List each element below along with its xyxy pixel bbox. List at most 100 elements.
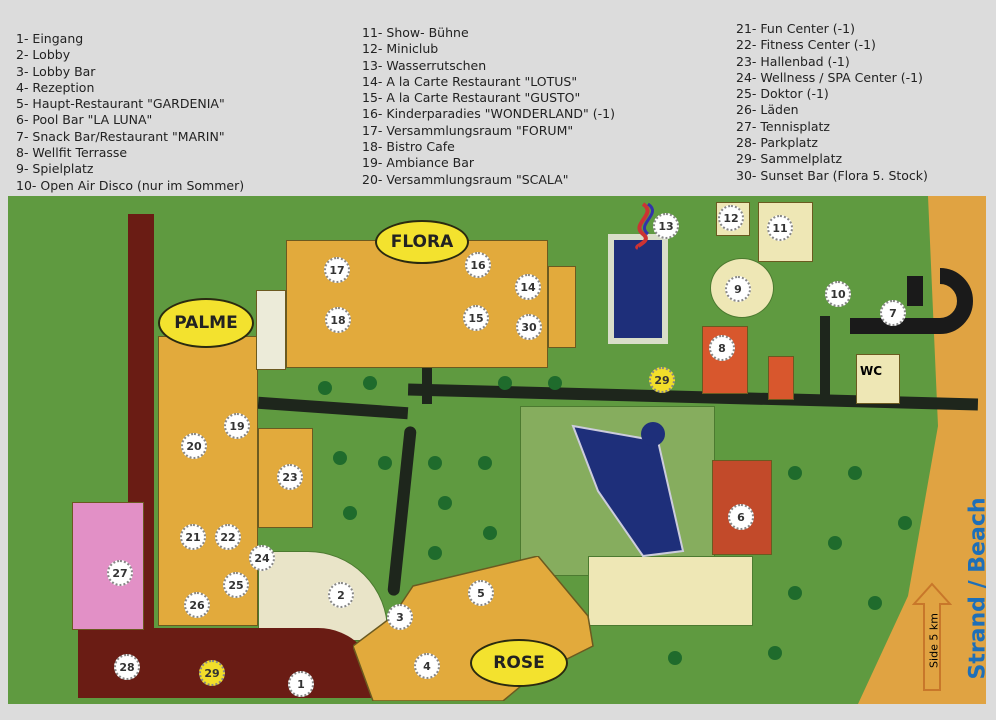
palme-link (256, 290, 286, 370)
marker-14-lotus[interactable]: 14 (515, 274, 541, 300)
arrow-up-icon (912, 582, 952, 691)
tree (848, 466, 862, 480)
legend-item: 24- Wellness / SPA Center (-1) (736, 69, 923, 85)
marker-16-wonderland[interactable]: 16 (465, 252, 491, 278)
marker-19-ambiance[interactable]: 19 (224, 413, 250, 439)
legend-item: 3- Lobby Bar (16, 63, 96, 79)
tree (668, 651, 682, 665)
marker-3-lobby-bar[interactable]: 3 (387, 604, 413, 630)
legend-item: 12- Miniclub (362, 41, 439, 57)
legend-item: 26- Läden (736, 102, 799, 118)
legend-item: 9- Spielplatz (16, 161, 94, 177)
legend-item: 30- Sunset Bar (Flora 5. Stock) (736, 167, 928, 183)
legend-item: 23- Hallenbad (-1) (736, 53, 850, 69)
rose-building (353, 556, 594, 701)
marker-6-la-luna[interactable]: 6 (728, 504, 754, 530)
marker-28-parkplatz[interactable]: 28 (114, 654, 140, 680)
legend-item: 4- Rezeption (16, 79, 95, 95)
marker-18-bistro[interactable]: 18 (325, 307, 351, 333)
legend-item: 2- Lobby (16, 47, 71, 63)
wellfit-terrace-2 (768, 356, 794, 400)
legend-item: 20- Versammlungsraum "SCALA" (362, 171, 569, 187)
legend-item: 21- Fun Center (-1) (736, 21, 855, 36)
water-slide-icon (635, 202, 655, 250)
tree (363, 376, 377, 390)
marker-22-fitness[interactable]: 22 (215, 524, 241, 550)
legend-item: 8- Wellfit Terrasse (16, 145, 128, 161)
resort-map: FLORA PALME ROSE WC Strand / Beach Side … (8, 196, 986, 704)
tree (438, 496, 452, 510)
marker-30-sunset-bar[interactable]: 30 (516, 314, 542, 340)
marker-11-buehne[interactable]: 11 (767, 215, 793, 241)
tree (483, 526, 497, 540)
tree (828, 536, 842, 550)
rose-label: ROSE (470, 639, 568, 687)
marker-27-tennis[interactable]: 27 (107, 560, 133, 586)
east-path (820, 316, 830, 406)
marker-1-eingang[interactable]: 1 (288, 671, 314, 697)
marker-20-scala[interactable]: 20 (181, 433, 207, 459)
wc-building (856, 354, 900, 404)
tree (498, 376, 512, 390)
tennis-court (72, 502, 144, 630)
legend-item: 17- Versammlungsraum "FORUM" (362, 122, 574, 138)
main-pool (571, 422, 685, 558)
legend-column-2: 11- Show- Bühne 12- Miniclub 13- Wasserr… (362, 25, 615, 188)
legend-item: 6- Pool Bar "LA LUNA" (16, 112, 153, 128)
tree (788, 466, 802, 480)
wc-label: WC (860, 364, 883, 378)
marker-13-wasserrutschen[interactable]: 13 (653, 213, 679, 239)
legend-item: 1- Eingang (16, 31, 84, 46)
marker-29-sammelplatz-pool[interactable]: 29 (649, 367, 675, 393)
legend-item: 18- Bistro Cafe (362, 139, 455, 155)
marker-21-fun-center[interactable]: 21 (180, 524, 206, 550)
marker-29-sammelplatz-entrance[interactable]: 29 (199, 660, 225, 686)
legend-column-1: 1- Eingang 2- Lobby 3- Lobby Bar 4- Reze… (16, 31, 244, 194)
marker-15-gusto[interactable]: 15 (463, 305, 489, 331)
tree (428, 546, 442, 560)
marker-7-marin[interactable]: 7 (880, 300, 906, 326)
terrace (588, 556, 753, 626)
slide-pool (608, 234, 668, 344)
tree (333, 451, 347, 465)
marker-24-spa[interactable]: 24 (249, 545, 275, 571)
marker-9-spielplatz[interactable]: 9 (725, 276, 751, 302)
tree (768, 646, 782, 660)
marker-25-doktor[interactable]: 25 (223, 572, 249, 598)
tree (898, 516, 912, 530)
legend-item: 19- Ambiance Bar (362, 155, 475, 171)
legend-item: 15- A la Carte Restaurant "GUSTO" (362, 90, 581, 106)
path-north (422, 364, 432, 404)
flora-label: FLORA (375, 220, 469, 264)
legend-item: 5- Haupt-Restaurant "GARDENIA" (16, 96, 225, 112)
legend-item: 28- Parkplatz (736, 135, 818, 151)
tree (378, 456, 392, 470)
tree (318, 381, 332, 395)
marker-17-forum[interactable]: 17 (324, 257, 350, 283)
tree (428, 456, 442, 470)
marker-23-hallenbad[interactable]: 23 (277, 464, 303, 490)
flora-annex (548, 266, 576, 348)
legend-item: 27- Tennisplatz (736, 118, 830, 134)
palme-label: PALME (158, 298, 254, 348)
legend-item: 25- Doktor (-1) (736, 86, 829, 102)
tree (548, 376, 562, 390)
marker-26-laeden[interactable]: 26 (184, 592, 210, 618)
marker-10-disco[interactable]: 10 (825, 281, 851, 307)
legend-item: 11- Show- Bühne (362, 25, 469, 40)
tree (478, 456, 492, 470)
marker-12-miniclub[interactable]: 12 (718, 205, 744, 231)
marker-2-lobby[interactable]: 2 (328, 582, 354, 608)
marker-8-wellfit[interactable]: 8 (709, 335, 735, 361)
legend-item: 13- Wasserrutschen (362, 57, 487, 73)
tree (343, 506, 357, 520)
legend-item: 22- Fitness Center (-1) (736, 37, 876, 53)
marker-5-gardenia[interactable]: 5 (468, 580, 494, 606)
legend-item: 7- Snack Bar/Restaurant "MARIN" (16, 128, 225, 144)
beach-label: Strand / Beach (965, 497, 987, 680)
legend-item: 16- Kinderparadies "WONDERLAND" (-1) (362, 106, 615, 122)
legend-item: 14- A la Carte Restaurant "LOTUS" (362, 73, 578, 89)
legend-item: 29- Sammelplatz (736, 151, 843, 167)
legend-item: 10- Open Air Disco (nur im Sommer) (16, 177, 245, 193)
marker-4-rezeption[interactable]: 4 (414, 653, 440, 679)
